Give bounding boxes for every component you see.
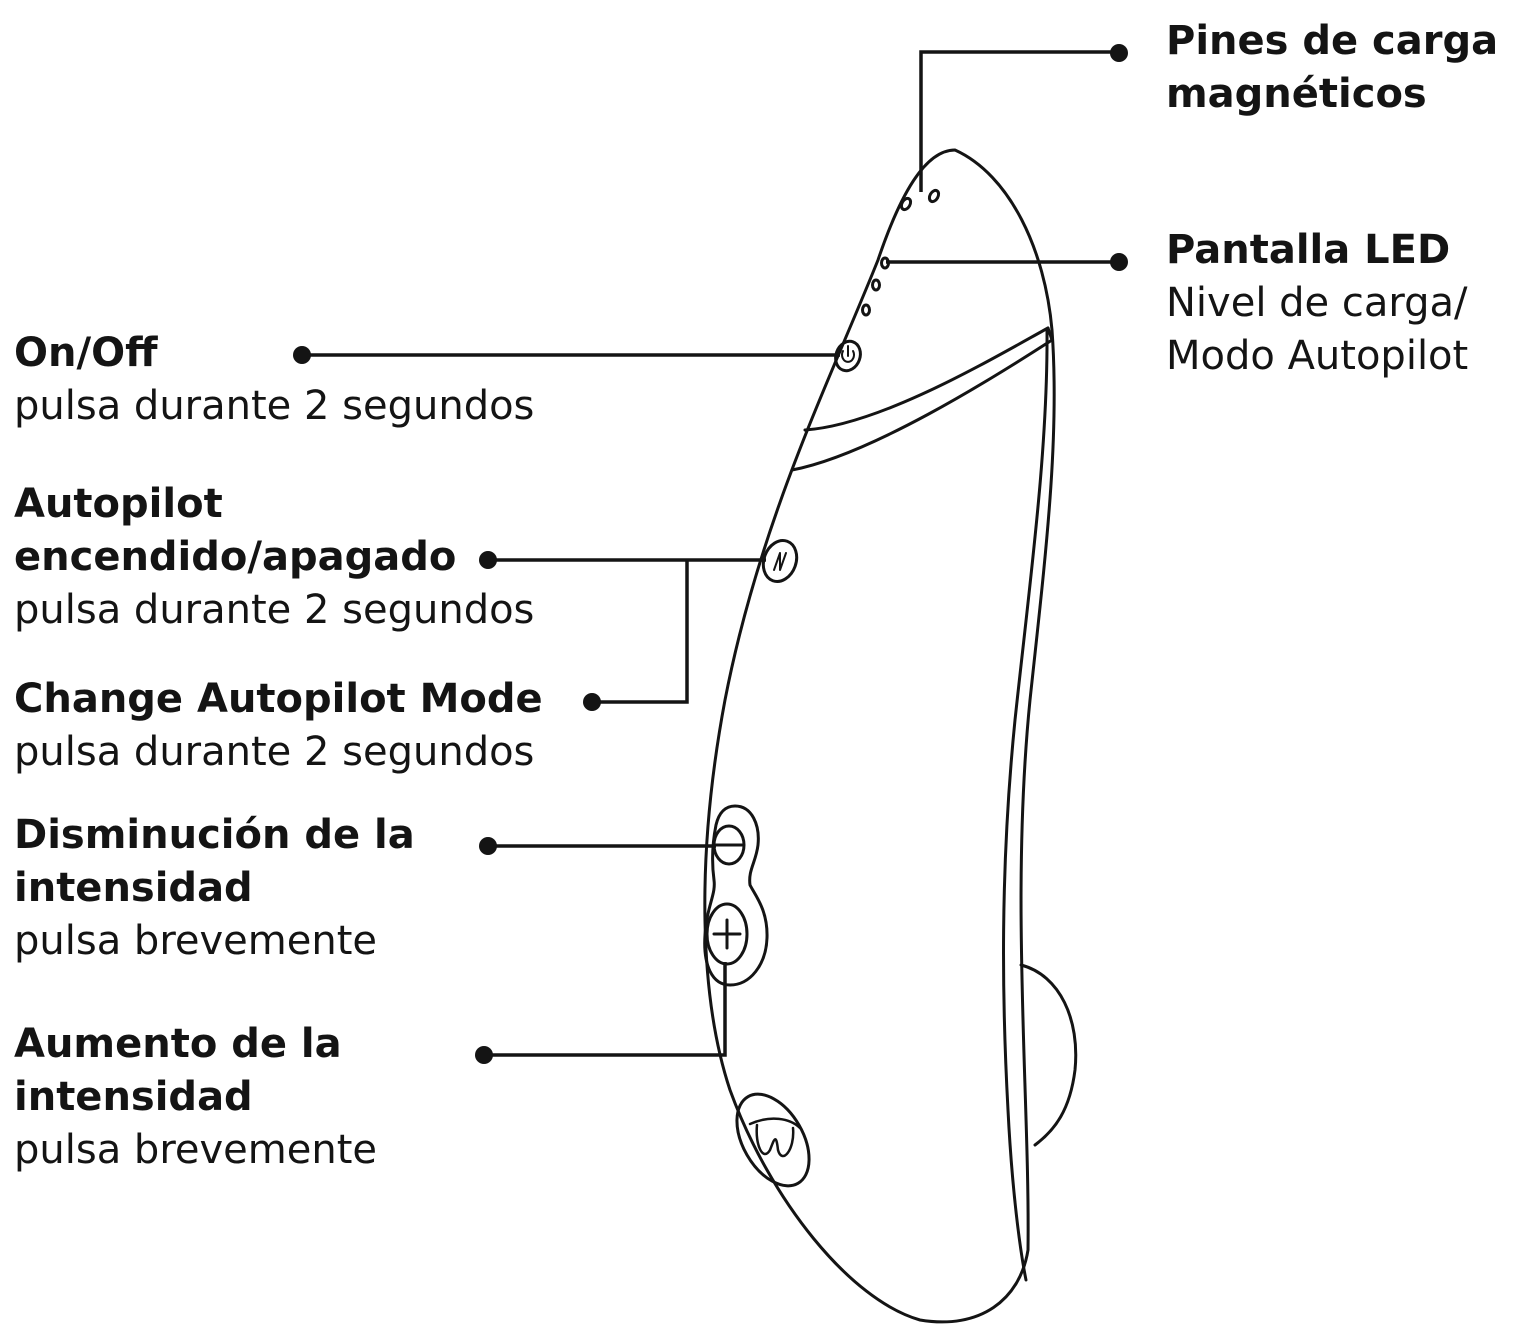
leader-increase — [484, 962, 727, 1057]
leader-dot-decrease — [479, 837, 497, 855]
charging-pin-right — [927, 188, 941, 204]
callout-decrease: Disminución de la intensidad pulsa breve… — [14, 809, 415, 968]
callout-on-off-title: On/Off — [14, 330, 158, 376]
device-head-band-upper — [803, 326, 1050, 432]
leader-dot-autopilot — [479, 551, 497, 569]
led-dot-2 — [871, 278, 881, 292]
callout-decrease-sub: pulsa brevemente — [14, 918, 377, 964]
callout-autopilot-sub: pulsa durante 2 segundos — [14, 587, 535, 633]
callout-increase-title-1: Aumento de la — [14, 1021, 342, 1067]
device-body-outline — [703, 148, 1056, 1324]
callout-autopilot-title-2: encendido/apagado — [14, 534, 457, 580]
charging-pin-left — [899, 196, 913, 212]
callout-increase-sub: pulsa brevemente — [14, 1127, 377, 1173]
callout-charging-pins: Pines de carga magnéticos — [1166, 15, 1498, 121]
callout-led-display-sub-1: Nivel de carga/ — [1166, 280, 1468, 326]
callout-on-off: On/Off pulsa durante 2 segundos — [14, 327, 534, 433]
autopilot-button — [761, 539, 799, 583]
callout-autopilot-title-1: Autopilot — [14, 481, 223, 527]
device-head-band-lower — [790, 338, 1054, 472]
logo-medallion — [735, 1092, 811, 1188]
callout-charging-pins-title-2: magnéticos — [1166, 71, 1427, 117]
callout-led-display-sub-2: Modo Autopilot — [1166, 333, 1469, 379]
autopilot-icon — [773, 552, 787, 571]
callout-decrease-title-2: intensidad — [14, 865, 253, 911]
callout-change-mode-sub: pulsa durante 2 segundos — [14, 729, 535, 775]
callout-change-mode-title: Change Autopilot Mode — [14, 676, 543, 722]
plus-button — [705, 902, 749, 966]
device-head-band-tip — [1046, 326, 1054, 342]
callout-on-off-sub: pulsa durante 2 segundos — [14, 383, 535, 429]
leader-charging-pins — [919, 50, 1118, 192]
callout-charging-pins-title-1: Pines de carga — [1166, 18, 1499, 64]
power-icon — [841, 345, 855, 363]
leader-change-mode — [592, 560, 689, 704]
callout-change-mode: Change Autopilot Mode pulsa durante 2 se… — [14, 673, 543, 779]
leader-dot-charging-pins — [1110, 44, 1128, 62]
led-dot-3 — [861, 303, 871, 317]
plus-icon — [712, 918, 742, 950]
power-button — [834, 339, 862, 373]
callout-increase: Aumento de la intensidad pulsa brevement… — [14, 1018, 377, 1177]
device-suction-head — [1019, 963, 1078, 1147]
callout-increase-title-2: intensidad — [14, 1074, 253, 1120]
device-inner-contour — [1002, 328, 1049, 1282]
callout-decrease-title-1: Disminución de la — [14, 812, 415, 858]
leader-dot-on-off — [293, 346, 311, 364]
leader-dot-led-display — [1110, 253, 1128, 271]
logo-w-mark — [748, 1117, 802, 1158]
callout-led-display: Pantalla LED Nivel de carga/ Modo Autopi… — [1166, 224, 1468, 383]
callout-led-display-title: Pantalla LED — [1166, 227, 1451, 273]
leader-dot-change-mode — [583, 693, 601, 711]
leader-dot-increase — [475, 1046, 493, 1064]
callout-autopilot: Autopilot encendido/apagado pulsa durant… — [14, 478, 534, 637]
